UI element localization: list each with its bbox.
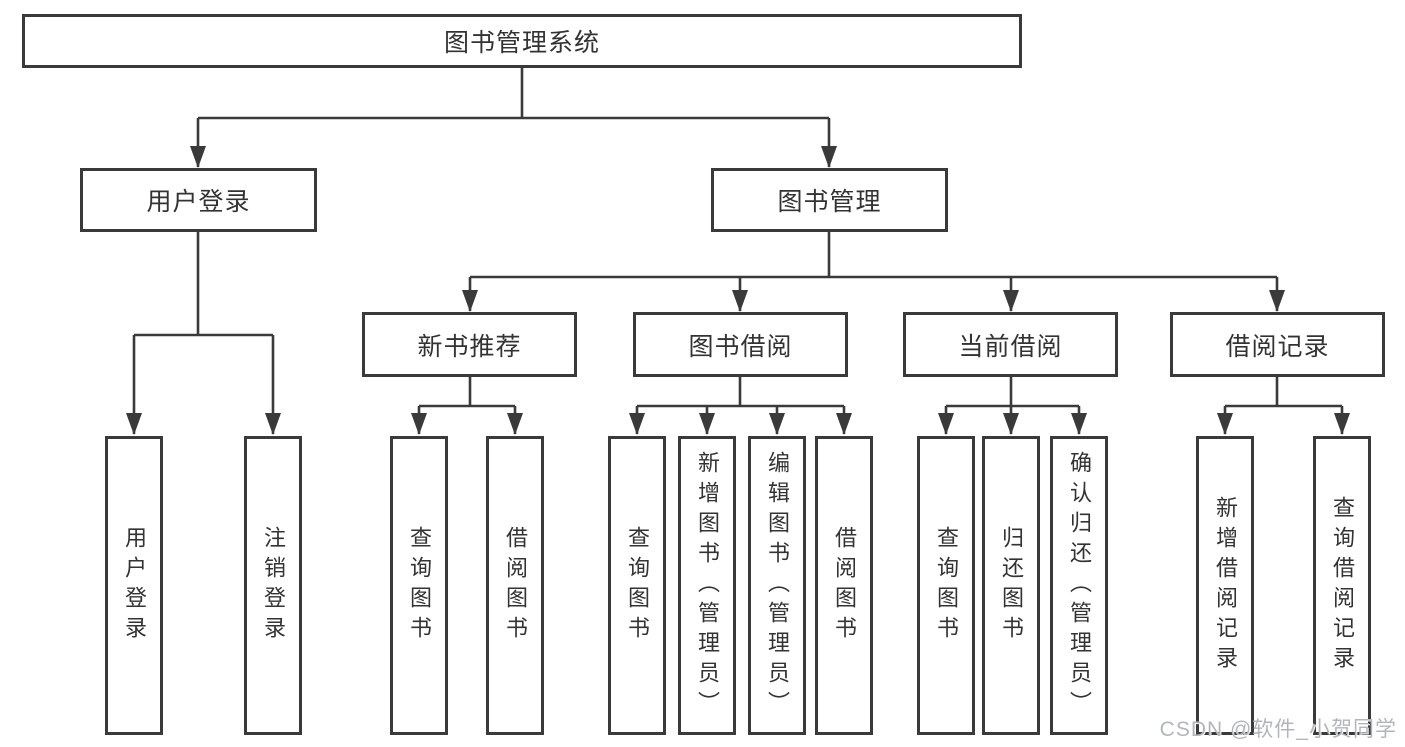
leaf-confirm-return-admin: 确认归还（管理员） (1050, 436, 1108, 735)
leaf-add-books-admin: 新增图书（管理员） (678, 436, 736, 735)
leaf-add-borrow-record: 新增借阅记录 (1196, 436, 1254, 735)
node-label: 确认归还（管理员） (1067, 450, 1092, 721)
node-user-login: 用户登录 (80, 168, 317, 232)
node-label: 查询图书 (934, 525, 959, 646)
node-label: 用户登录 (146, 188, 251, 216)
connector-current-borrow (946, 377, 1079, 408)
csdn-watermark: CSDN @软件_小贺同学 (1159, 718, 1397, 741)
node-label: 新书推荐 (417, 332, 522, 361)
node-label: 图书管理 (777, 188, 882, 216)
node-label: 查询借阅记录 (1330, 495, 1355, 676)
leaf-user-login: 用户登录 (105, 436, 163, 735)
connector-book-management (470, 232, 1277, 279)
leaf-borrow-books-recommend: 借阅图书 (486, 436, 544, 735)
node-label: 注销登录 (261, 525, 286, 646)
node-library-management-system: 图书管理系统 (22, 14, 1022, 68)
node-label: 借阅图书 (503, 525, 528, 646)
node-book-borrow: 图书借阅 (633, 312, 848, 377)
leaf-return-books: 归还图书 (982, 436, 1040, 735)
node-label: 归还图书 (999, 525, 1024, 646)
node-label: 借阅图书 (832, 525, 857, 646)
node-borrow-records: 借阅记录 (1170, 312, 1385, 377)
connector-root (198, 68, 829, 120)
node-label: 编辑图书（管理员） (765, 450, 790, 721)
node-label: 当前借阅 (958, 332, 1063, 361)
leaf-query-books-current: 查询图书 (917, 436, 975, 735)
connector-new-book-recommend (419, 377, 515, 408)
node-label: 新增借阅记录 (1213, 495, 1238, 676)
node-book-management: 图书管理 (711, 168, 948, 232)
node-label: 查询图书 (407, 525, 432, 646)
leaf-edit-books-admin: 编辑图书（管理员） (748, 436, 806, 735)
node-label: 新增图书（管理员） (695, 450, 720, 721)
node-current-borrow: 当前借阅 (903, 312, 1118, 377)
node-label: 查询图书 (625, 525, 650, 646)
node-new-book-recommend: 新书推荐 (362, 312, 577, 377)
leaf-query-books-recommend: 查询图书 (390, 436, 448, 735)
leaf-borrow-books: 借阅图书 (815, 436, 873, 735)
node-label: 用户登录 (122, 525, 147, 646)
connector-book-borrow (637, 377, 844, 408)
node-label: 图书借阅 (688, 332, 793, 361)
node-label: 图书管理系统 (443, 29, 600, 57)
leaf-query-books-borrow: 查询图书 (608, 436, 666, 735)
leaf-logout: 注销登录 (244, 436, 302, 735)
connector-user-login (134, 232, 273, 337)
node-label: 借阅记录 (1225, 332, 1330, 361)
connector-borrow-records (1225, 377, 1342, 408)
leaf-query-borrow-record: 查询借阅记录 (1313, 436, 1371, 735)
